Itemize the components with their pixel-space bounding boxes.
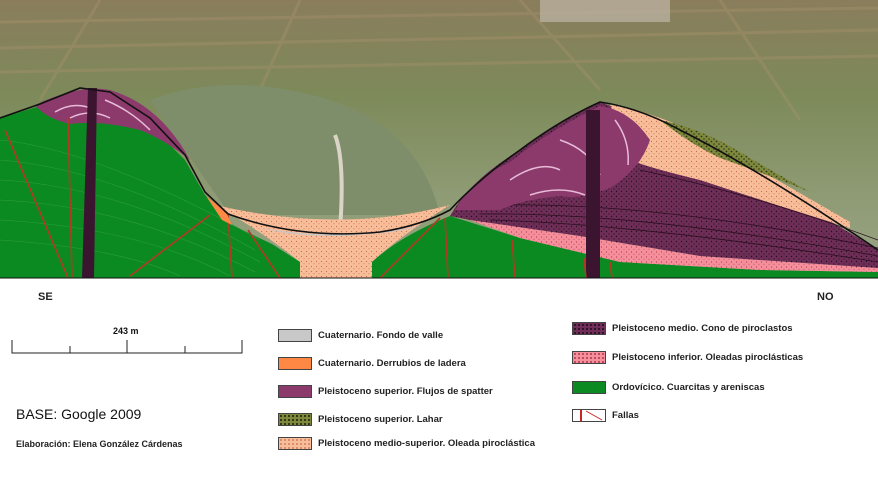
legend-label: Pleistoceno inferior. Oleadas piroclásti… <box>612 352 804 363</box>
no-spatter-flows <box>455 106 650 210</box>
fault-symbol-icon <box>580 410 603 421</box>
cross-section-illustration <box>0 0 878 279</box>
no-fault-lines <box>379 217 613 279</box>
se-fault-lines <box>4 117 281 279</box>
legend-item-oleadas-inferior: Pleistoceno inferior. Oleadas piroclásti… <box>572 351 803 364</box>
no-volcanic-conduit <box>586 110 600 278</box>
legend-swatch <box>572 322 606 335</box>
no-spatter-flow-lines <box>509 119 629 196</box>
legend-item-fallas: Fallas <box>572 409 639 422</box>
scale-bar <box>11 340 243 354</box>
legend-item-spatter: Pleistoceno superior. Flujos de spatter <box>278 385 493 398</box>
legend-item-ordovicico: Ordovícico. Cuarcitas y areniscas <box>572 381 765 394</box>
legend-item-oleada-medio-superior: Pleistoceno medio-superior. Oleada piroc… <box>278 437 535 450</box>
legend-label: Pleistoceno superior. Flujos de spatter <box>318 386 493 397</box>
legend-item-fondo-valle: Cuaternario. Fondo de valle <box>278 329 443 342</box>
no-lahar <box>660 120 810 192</box>
legend-label: Cuaternario. Fondo de valle <box>318 330 444 341</box>
legend-label: Pleistoceno superior. Lahar <box>318 414 443 425</box>
orientation-no-label: NO <box>817 291 834 303</box>
central-hill-surface <box>150 85 440 215</box>
author-credit-text: Elaboración: Elena González Cárdenas <box>16 439 183 449</box>
town-patch <box>540 0 670 22</box>
valley-floor-quaternary <box>262 226 420 236</box>
legend-label: Ordovícico. Cuarcitas y areniscas <box>612 382 765 393</box>
legend-swatch <box>278 385 312 398</box>
legend-label: Pleistoceno medio. Cono de piroclastos <box>612 323 793 334</box>
terrain-field-stripes <box>0 0 878 121</box>
legend-swatch <box>278 413 312 426</box>
legend-item-lahar: Pleistoceno superior. Lahar <box>278 413 443 426</box>
road <box>333 134 344 231</box>
base-source-text: BASE: Google 2009 <box>16 406 142 422</box>
no-oleada-piroclastica <box>610 104 850 228</box>
orientation-se-label: SE <box>38 291 53 303</box>
legend-label: Fallas <box>612 410 639 421</box>
se-spatter-cap <box>35 88 190 160</box>
topographic-profile-line <box>0 87 878 251</box>
legend-swatch <box>278 437 312 450</box>
se-ordovician-strata-lines <box>0 139 261 277</box>
legend-label: Pleistoceno medio-superior. Oleada piroc… <box>318 438 535 449</box>
scale-bar-label: 243 m <box>113 326 139 336</box>
legend-label: Cuaternario. Derrubios de ladera <box>318 358 466 369</box>
legend-swatch <box>278 329 312 342</box>
se-volcanic-conduit <box>82 88 97 278</box>
valley-oleada-fill <box>215 205 450 278</box>
se-derrubios-slope <box>206 196 232 225</box>
legend-item-derrubios: Cuaternario. Derrubios de ladera <box>278 357 466 370</box>
no-inferior-oleadas <box>470 220 878 272</box>
legend-item-cono-piroclastos: Pleistoceno medio. Cono de piroclastos <box>572 322 793 335</box>
legend-swatch <box>572 351 606 364</box>
no-ordovician-block <box>372 216 878 278</box>
legend-swatch <box>278 357 312 370</box>
se-ordovician-block <box>0 92 300 278</box>
legend-swatch <box>572 409 606 422</box>
legend-swatch <box>572 381 606 394</box>
